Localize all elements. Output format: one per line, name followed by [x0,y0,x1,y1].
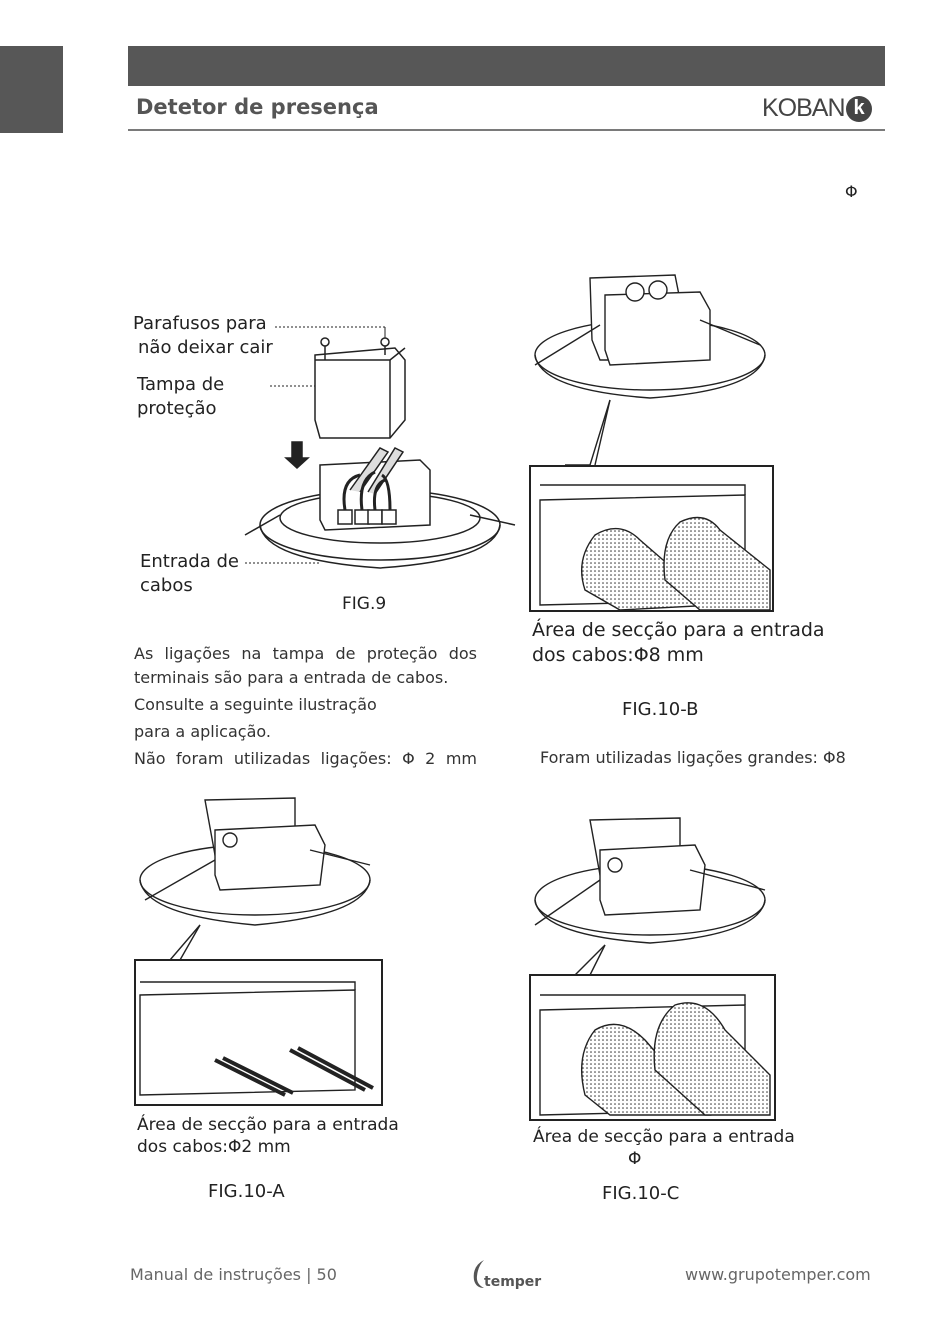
body-p1-line2: terminais são para a entrada de cabos. [134,668,449,687]
phi-symbol: Φ [845,182,858,201]
page-title: Detetor de presença [136,95,379,119]
fig10c-label-line2: Φ [628,1149,642,1169]
fig10a-label-line2: dos cabos:Φ2 mm [137,1137,291,1157]
fig10b-label: Área de secção para a entrada dos cabos:… [532,618,825,668]
fig10a-illustration [134,797,383,1106]
fig10b-label-line1: Área de secção para a entrada [532,619,825,641]
body-text: As ligações na tampa de proteção dos ter… [134,642,477,771]
label-screws-line1: Parafusos para [133,313,267,334]
label-cover-line1: Tampa de [137,374,225,395]
side-tab [0,46,63,133]
label-entry-line2: cabos [140,575,193,596]
fig9-illustration [244,326,516,569]
fig10b-illustration [529,274,774,612]
fig10c-label-line1: Área de secção para a entrada [533,1127,795,1147]
header-divider [128,129,885,131]
temper-logo-text: temper [484,1274,542,1290]
top-bar [128,46,885,86]
body-p2-line1: Consulte a seguinte ilustração [134,695,377,714]
fig10c-caption: FIG.10-C [602,1183,680,1204]
body-p1-line1: As ligações na tampa de proteção dos [134,644,477,663]
fig10b-label-line2: dos cabos:Φ8 mm [532,644,704,666]
label-screws: Parafusos para não deixar cair [133,312,273,360]
fig10a-label-line1: Área de secção para a entrada [137,1115,399,1135]
brand-name: KOBAN [762,94,846,122]
fig9-caption: FIG.9 [342,594,387,614]
footer-website[interactable]: www.grupotemper.com [685,1265,871,1284]
fig10b-note: Foram utilizadas ligações grandes: Φ8 [540,748,846,767]
fig10c-label: Área de secção para a entrada Φ [533,1126,795,1170]
label-entry-line1: Entrada de [140,551,239,572]
brand-mark-icon: k [845,95,872,122]
fig10c-illustration [529,817,776,1121]
fig10a-label: Área de secção para a entrada dos cabos:… [137,1114,399,1158]
body-p3: Não foram utilizadas ligações: Φ 2 mm [134,749,477,768]
label-cover: Tampa de proteção [137,373,224,421]
fig10a-caption: FIG.10-A [208,1181,285,1202]
footer-manual: Manual de instruções | 50 [130,1265,337,1284]
label-cover-line2: proteção [137,398,217,419]
label-entry: Entrada de cabos [140,550,239,598]
brand-logo: KOBAN k [762,94,872,123]
label-screws-line2: não deixar cair [138,337,273,358]
body-p2-line2: para a aplicação. [134,722,271,741]
temper-logo: temper [470,1258,541,1290]
temper-logo-icon [473,1260,484,1288]
fig10b-caption: FIG.10-B [622,699,699,720]
